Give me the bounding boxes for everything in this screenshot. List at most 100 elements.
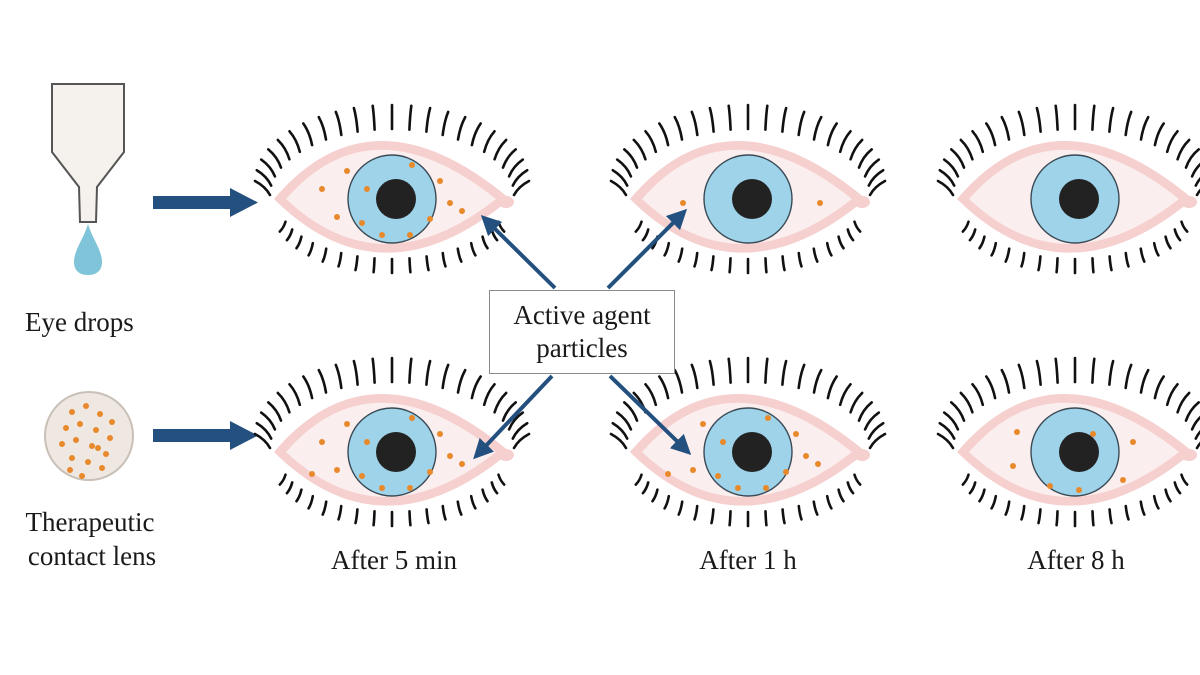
agent-particle	[680, 200, 686, 206]
lens-particle	[59, 441, 65, 447]
agent-particle	[437, 431, 443, 437]
tear-duct	[498, 196, 514, 208]
contact-lens-label-line2: contact lens	[27, 541, 157, 571]
callout-line1: Active agent	[513, 300, 651, 330]
eyelashes	[253, 103, 531, 275]
callout-arrow-bottom-right	[608, 374, 692, 455]
pupil	[376, 179, 416, 219]
lens-particle	[77, 421, 83, 427]
agent-particle	[427, 469, 433, 475]
source-arrow-top	[153, 188, 258, 217]
contact-lens-label-line1: Therapeutic	[25, 507, 155, 537]
agent-particle	[1130, 439, 1136, 445]
agent-particle	[364, 186, 370, 192]
agent-particle	[309, 471, 315, 477]
eye-contact-lens-0	[253, 356, 531, 528]
lens-particle	[107, 435, 113, 441]
lens-particle	[73, 437, 79, 443]
agent-particle	[407, 232, 413, 238]
callout-line2: particles	[536, 333, 628, 363]
tear-duct	[854, 196, 870, 208]
agent-particle	[803, 453, 809, 459]
agent-particle	[344, 168, 350, 174]
callout-arrow-top-right	[606, 208, 688, 290]
agent-particle	[427, 216, 433, 222]
agent-particle	[765, 415, 771, 421]
agent-particle	[793, 431, 799, 437]
lens-particle	[95, 445, 101, 451]
agent-particle	[359, 220, 365, 226]
pupil	[1059, 432, 1099, 472]
agent-particle	[407, 485, 413, 491]
agent-particle	[409, 162, 415, 168]
contact-lens-icon	[44, 391, 134, 481]
agent-particle	[319, 439, 325, 445]
agent-particle	[437, 178, 443, 184]
tear-duct	[498, 449, 514, 461]
agent-particle	[319, 186, 325, 192]
lens-particle	[85, 459, 91, 465]
lens-particle	[63, 425, 69, 431]
agent-particle	[409, 415, 415, 421]
lens-particle	[109, 419, 115, 425]
agent-particle	[715, 473, 721, 479]
source-arrow-bottom	[153, 421, 258, 450]
eye-drops-label: Eye drops	[25, 307, 134, 337]
time-label-5min: After 5 min	[331, 545, 457, 575]
agent-particle	[1010, 463, 1016, 469]
agent-particle	[447, 200, 453, 206]
agent-particle	[690, 467, 696, 473]
tear-duct	[1181, 196, 1197, 208]
agent-particle	[334, 214, 340, 220]
agent-particle	[763, 485, 769, 491]
agent-particle	[1014, 429, 1020, 435]
eye-contact-lens-1	[609, 356, 887, 528]
agent-particle	[364, 439, 370, 445]
callout-arrows	[473, 208, 692, 460]
pupil	[732, 179, 772, 219]
agent-particle	[1090, 431, 1096, 437]
agent-particle	[700, 421, 706, 427]
lens-particle	[97, 411, 103, 417]
tear-duct	[1181, 449, 1197, 461]
callout-arrow-top-left	[480, 214, 557, 290]
agent-particle	[817, 200, 823, 206]
agent-particle	[1120, 477, 1126, 483]
pupil	[732, 432, 772, 472]
pupil	[1059, 179, 1099, 219]
agent-particle	[735, 485, 741, 491]
lens-particle	[103, 451, 109, 457]
agent-particle	[379, 485, 385, 491]
lens-particle	[93, 427, 99, 433]
eye-dropper-icon	[51, 83, 125, 275]
agent-particle	[665, 471, 671, 477]
agent-particle	[334, 467, 340, 473]
eyelashes	[936, 103, 1200, 275]
agent-particle	[459, 461, 465, 467]
lens-particle	[83, 403, 89, 409]
lens-particle	[79, 473, 85, 479]
pupil	[376, 432, 416, 472]
agent-particle	[815, 461, 821, 467]
time-label-1h: After 1 h	[699, 545, 797, 575]
eyelashes	[936, 356, 1200, 528]
agent-particle	[459, 208, 465, 214]
agent-particle	[1076, 487, 1082, 493]
agent-particle	[379, 232, 385, 238]
time-label-8h: After 8 h	[1027, 545, 1125, 575]
eyelashes	[253, 356, 531, 528]
lens-particle	[67, 467, 73, 473]
active-agent-callout: Active agent particles	[489, 290, 675, 374]
tear-duct	[854, 449, 870, 461]
lens-particle	[69, 409, 75, 415]
agent-particle	[720, 439, 726, 445]
eye-eye-drops-0	[253, 103, 531, 275]
lens-particle	[99, 465, 105, 471]
eyelashes	[609, 103, 887, 275]
agent-particle	[1047, 483, 1053, 489]
agent-particle	[344, 421, 350, 427]
agent-particle	[359, 473, 365, 479]
eye-eye-drops-1	[609, 103, 887, 275]
lens-particle	[69, 455, 75, 461]
